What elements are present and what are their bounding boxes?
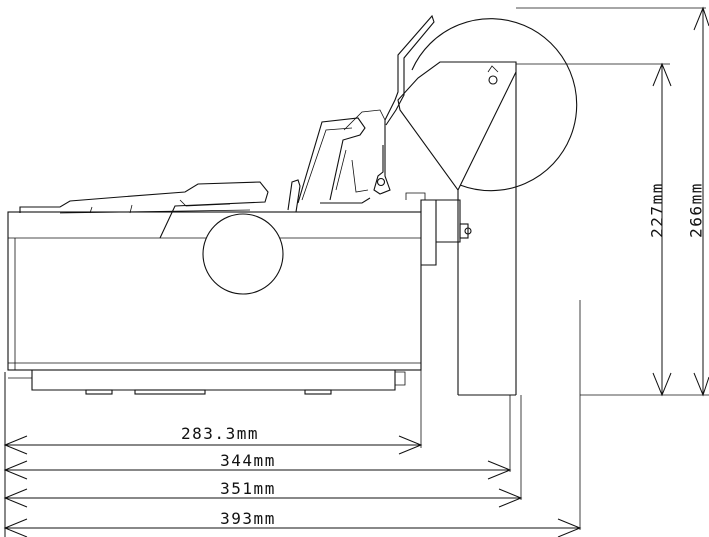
dimension-label-227: 227mm (648, 182, 667, 238)
dimension-label-266: 266mm (687, 182, 706, 238)
roll-paper-holder (397, 18, 578, 396)
dimension-label-393: 393mm (220, 509, 276, 528)
printer-body (7, 179, 472, 395)
dimension-label-344: 344mm (220, 451, 276, 470)
platen-knob (202, 213, 284, 295)
dimension-label-351: 351mm (220, 479, 276, 498)
horizontal-dimensions: 283.3mm 344mm 351mm 393mm (3, 300, 709, 537)
dimension-label-283: 283.3mm (181, 424, 259, 443)
vertical-dimensions: 227mm 266mm (516, 6, 709, 397)
paper-guide-arm (297, 14, 435, 204)
